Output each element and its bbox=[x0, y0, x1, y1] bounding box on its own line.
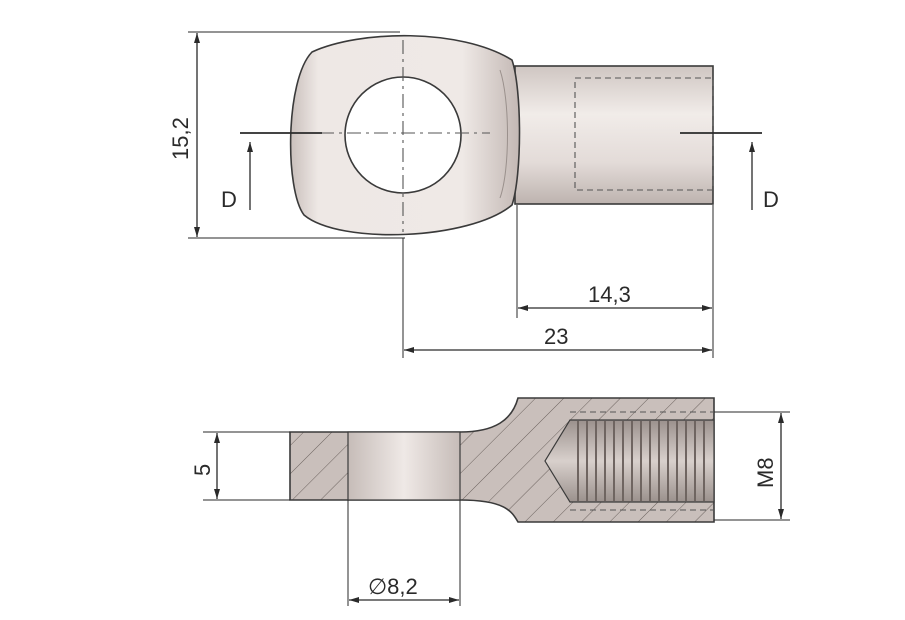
thread-ribs bbox=[577, 421, 705, 501]
dim-thickness-text: 5 bbox=[190, 464, 215, 476]
dim-height-text: 15,2 bbox=[168, 117, 193, 160]
section-label-right: D bbox=[763, 187, 779, 212]
lug-edge-shade bbox=[499, 69, 508, 199]
section-hole bbox=[347, 431, 461, 501]
barrel-body bbox=[514, 65, 714, 205]
barrel-hidden-bore bbox=[574, 77, 714, 191]
dim-hole-text: ∅8,2 bbox=[368, 574, 418, 599]
section-view: 5 M8 ∅8,2 bbox=[190, 397, 790, 606]
dim-thread-text: M8 bbox=[753, 457, 778, 488]
threaded-bore bbox=[544, 419, 715, 503]
section-label-left: D bbox=[221, 187, 237, 212]
dim-barrel-text: 14,3 bbox=[588, 282, 631, 307]
dim-total-text: 23 bbox=[544, 324, 568, 349]
top-view: D D 15,2 14,3 23 bbox=[168, 31, 779, 358]
